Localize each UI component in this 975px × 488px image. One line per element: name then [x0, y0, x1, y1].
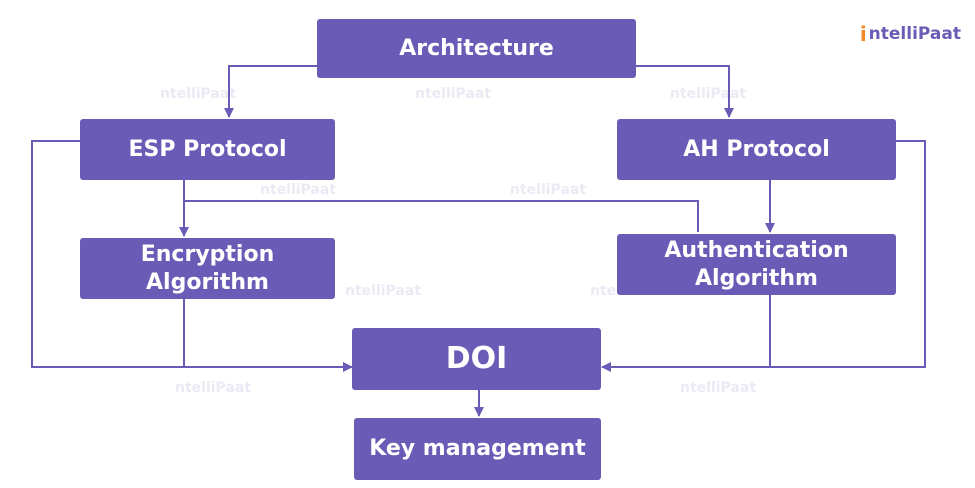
node-ah-protocol-label: AH Protocol	[683, 136, 830, 162]
watermark: ntelliPaat	[670, 86, 747, 102]
node-encryption-line2: Algorithm	[146, 269, 269, 295]
node-ah-protocol: AH Protocol	[617, 119, 896, 180]
logo-figure-icon: i	[859, 22, 867, 46]
node-key-management-label: Key management	[369, 436, 586, 462]
node-esp-protocol: ESP Protocol	[80, 119, 335, 180]
node-architecture: Architecture	[317, 19, 636, 78]
node-authentication-line2: Algorithm	[695, 265, 818, 291]
edge-esp-doi	[31, 140, 353, 372]
node-encryption-line1: Encryption	[140, 242, 275, 267]
intellipaat-logo: i ntelliPaat	[860, 22, 961, 46]
edge-ah-doi	[601, 140, 926, 372]
edge-architecture-ah	[636, 65, 734, 118]
node-doi: DOI	[352, 328, 601, 390]
node-authentication-line1: Authentication	[664, 238, 849, 263]
watermark: ntelliPaat	[510, 182, 587, 198]
node-esp-protocol-label: ESP Protocol	[128, 136, 287, 162]
watermark: ntelliPaat	[160, 86, 237, 102]
node-architecture-label: Architecture	[399, 35, 554, 61]
node-key-management: Key management	[354, 418, 601, 480]
watermark: ntelliPaat	[680, 380, 757, 396]
edge-cross-link	[184, 200, 699, 232]
watermark: ntelliPaat	[345, 283, 422, 299]
edge-architecture-esp	[224, 65, 317, 118]
watermark: ntelliPaat	[175, 380, 252, 396]
node-authentication-algorithm: Authentication Algorithm	[617, 234, 896, 295]
node-encryption-algorithm: Encryption Algorithm	[80, 238, 335, 299]
watermark: ntelliPaat	[415, 86, 492, 102]
watermark: ntelliPaat	[260, 182, 337, 198]
node-doi-label: DOI	[445, 341, 508, 377]
logo-text: ntelliPaat	[868, 24, 961, 44]
